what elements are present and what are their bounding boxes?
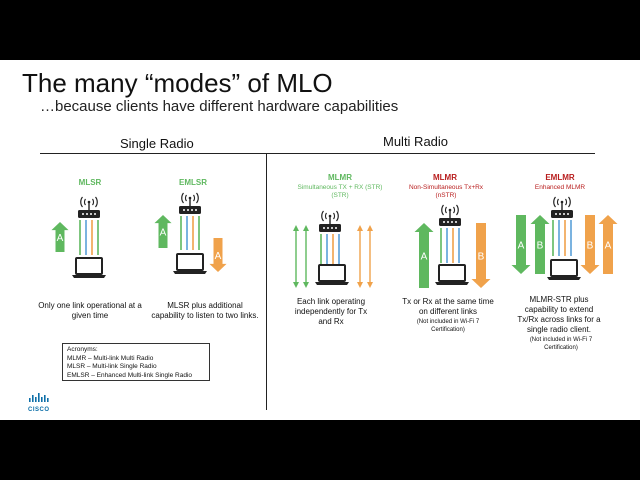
acronym-item: EMLSR – Enhanced Multi-link Single Radio [67,371,193,379]
emlsr-title: EMLSR [179,178,207,187]
access-point-icon [178,192,202,215]
link-arrow-tx-rx-head [303,282,309,288]
laptop-icon [546,259,582,281]
link-arrow-a-label: A [215,251,222,262]
section-multi-radio: Multi Radio [383,134,449,149]
mlmr-str-desc: Each link operating independently for Tx… [294,297,368,326]
link-arrow-a [511,215,531,274]
link-arrow-a-label: A [57,233,64,244]
mlmr-str-title: MLMR [328,173,352,182]
link-arrow-b-label: B [537,241,544,252]
link-arrow-a-label: A [518,241,525,252]
acronym-item: MLSR – Multi-link Single Radio [67,363,157,370]
cisco-logo: CISCO [28,390,54,413]
link-arrow-a-label: A [605,241,612,252]
link-arrow-tx-rx-head [357,282,363,288]
access-point-icon [77,196,101,219]
cisco-bars-icon [29,393,49,402]
link-arrow-a [209,238,227,272]
emlmr-desc: MLMR-STR plus capability to extend Tx/Rx… [517,295,601,334]
mlmr-nstr-subtitle: Non-Simultaneous Tx+Rx [408,184,484,191]
link-arrow-b-label: B [478,252,485,263]
laptop-icon [71,257,107,279]
laptop-icon [172,253,208,275]
laptop-icon [314,264,350,286]
emlmr-subtitle: Enhanced MLMR [534,184,586,191]
mlmr-nstr-subtitle-2: (nSTR) [435,192,457,199]
mlmr-nstr-title: MLMR [433,173,457,182]
link-arrow-a [51,222,69,252]
mlsr-title: MLSR [78,178,102,187]
column-divider [266,153,267,410]
slide: The many “modes” of MLO …because clients… [0,60,640,420]
acronyms-box: Acronyms: MLMR – Multi-link Multi Radio … [62,343,210,381]
mlsr-desc: Only one link operational at a given tim… [38,301,142,320]
link-arrow-b [530,215,550,274]
link-arrow-tx-rx-head [303,225,309,231]
acronyms-heading: Acronyms: [67,346,98,353]
mlmr-nstr-desc: Tx or Rx at the same time on different l… [402,297,494,316]
cisco-logo-text: CISCO [28,407,50,413]
link-arrow-tx-rx-head [357,225,363,231]
link-arrow-tx-rx-head [367,282,373,288]
access-point-icon [550,196,574,219]
access-point-icon [318,210,342,233]
link-arrow-tx-rx-head [293,225,299,231]
section-divider [40,153,595,154]
link-arrow-a-label: A [160,228,167,239]
mlmr-nstr-note: (Not included in Wi-Fi 7 Certification) [416,319,480,333]
link-arrow-a [414,223,434,288]
link-arrow-a-label: A [421,252,428,263]
access-point-icon [438,204,462,227]
link-arrow-b-label: B [587,241,594,252]
slide-subtitle: …because clients have different hardware… [40,98,399,115]
link-arrow-a [154,215,172,248]
laptop-icon [434,264,470,286]
emlmr-note: (Not included in Wi-Fi 7 Certification) [529,337,593,351]
link-arrow-tx-rx-head [293,282,299,288]
emlsr-desc: MLSR plus additional capability to liste… [151,301,259,320]
link-arrow-b [471,223,491,288]
section-single-radio: Single Radio [120,136,194,151]
mlmr-str-subtitle: Simultaneous TX + RX (STR) [297,184,383,191]
acronym-item: MLMR – Multi-link Multi Radio [67,354,154,362]
link-arrow-a [598,215,618,274]
link-arrow-tx-rx-head [367,225,373,231]
link-arrow-b [580,215,600,274]
mlmr-str-subtitle-2: (STR) [331,192,349,199]
emlmr-title: EMLMR [545,173,575,182]
slide-title: The many “modes” of MLO [22,68,333,98]
